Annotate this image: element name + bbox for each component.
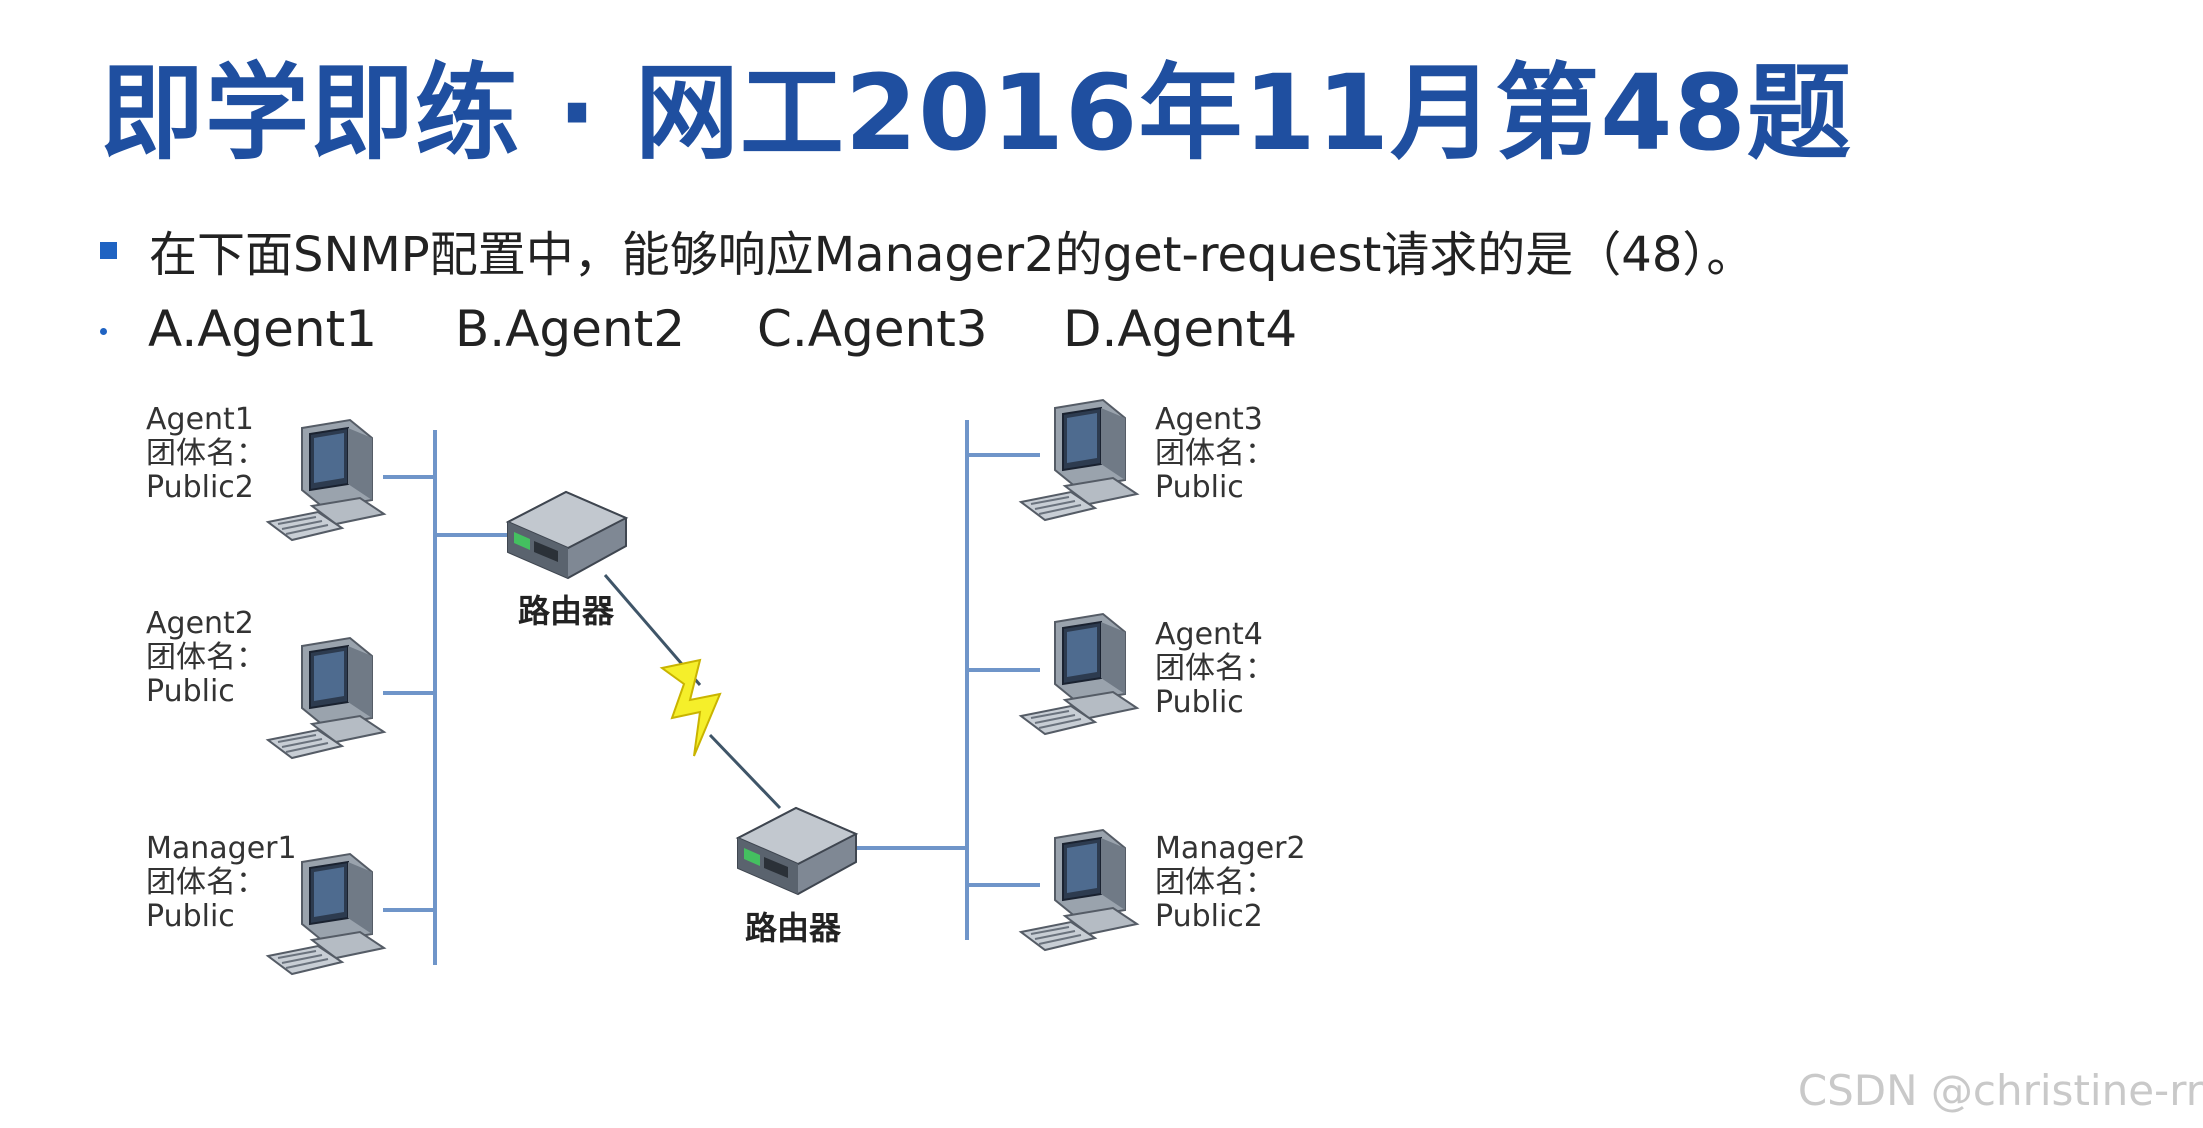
agent3-label: Agent3 团体名： Public [1155, 402, 1275, 505]
question-row: 在下面SNMP配置中，能够响应Manager2的get-request请求的是（… [100, 215, 1754, 285]
computer-icon [1020, 399, 1138, 521]
manager2-label: Manager2 团体名： Public2 [1155, 831, 1306, 934]
agent1-label: Agent1 团体名： Public2 [146, 402, 266, 505]
option-b: B.Agent2 [455, 300, 686, 358]
option-a: A.Agent1 [148, 300, 378, 358]
computer-icon [267, 637, 385, 759]
lightning-link-icon [659, 658, 722, 757]
router-icon [737, 807, 857, 895]
page-title: 即学即练 · 网工2016年11月第48题 [100, 52, 1852, 174]
router-icon [507, 491, 627, 579]
option-d: D.Agent4 [1063, 300, 1298, 358]
computer-icon [1020, 829, 1138, 951]
agent2-label: Agent2 团体名： Public [146, 606, 266, 709]
square-bullet-icon [100, 241, 117, 259]
question-text: 在下面SNMP配置中，能够响应Manager2的get-request请求的是（… [149, 227, 1755, 283]
computer-icon [1020, 613, 1138, 735]
router-label-bottom: 路由器 [745, 909, 842, 947]
watermark: CSDN @christine-rr [1797, 1066, 2203, 1115]
computer-icon [267, 419, 385, 541]
dot-bullet-icon [100, 328, 107, 335]
manager1-label: Manager1 团体名： Public [146, 831, 297, 934]
option-c: C.Agent3 [757, 300, 988, 358]
agent4-label: Agent4 团体名： Public [1155, 617, 1275, 720]
router-label-top: 路由器 [518, 592, 615, 630]
serial-line-bottom [708, 733, 782, 810]
